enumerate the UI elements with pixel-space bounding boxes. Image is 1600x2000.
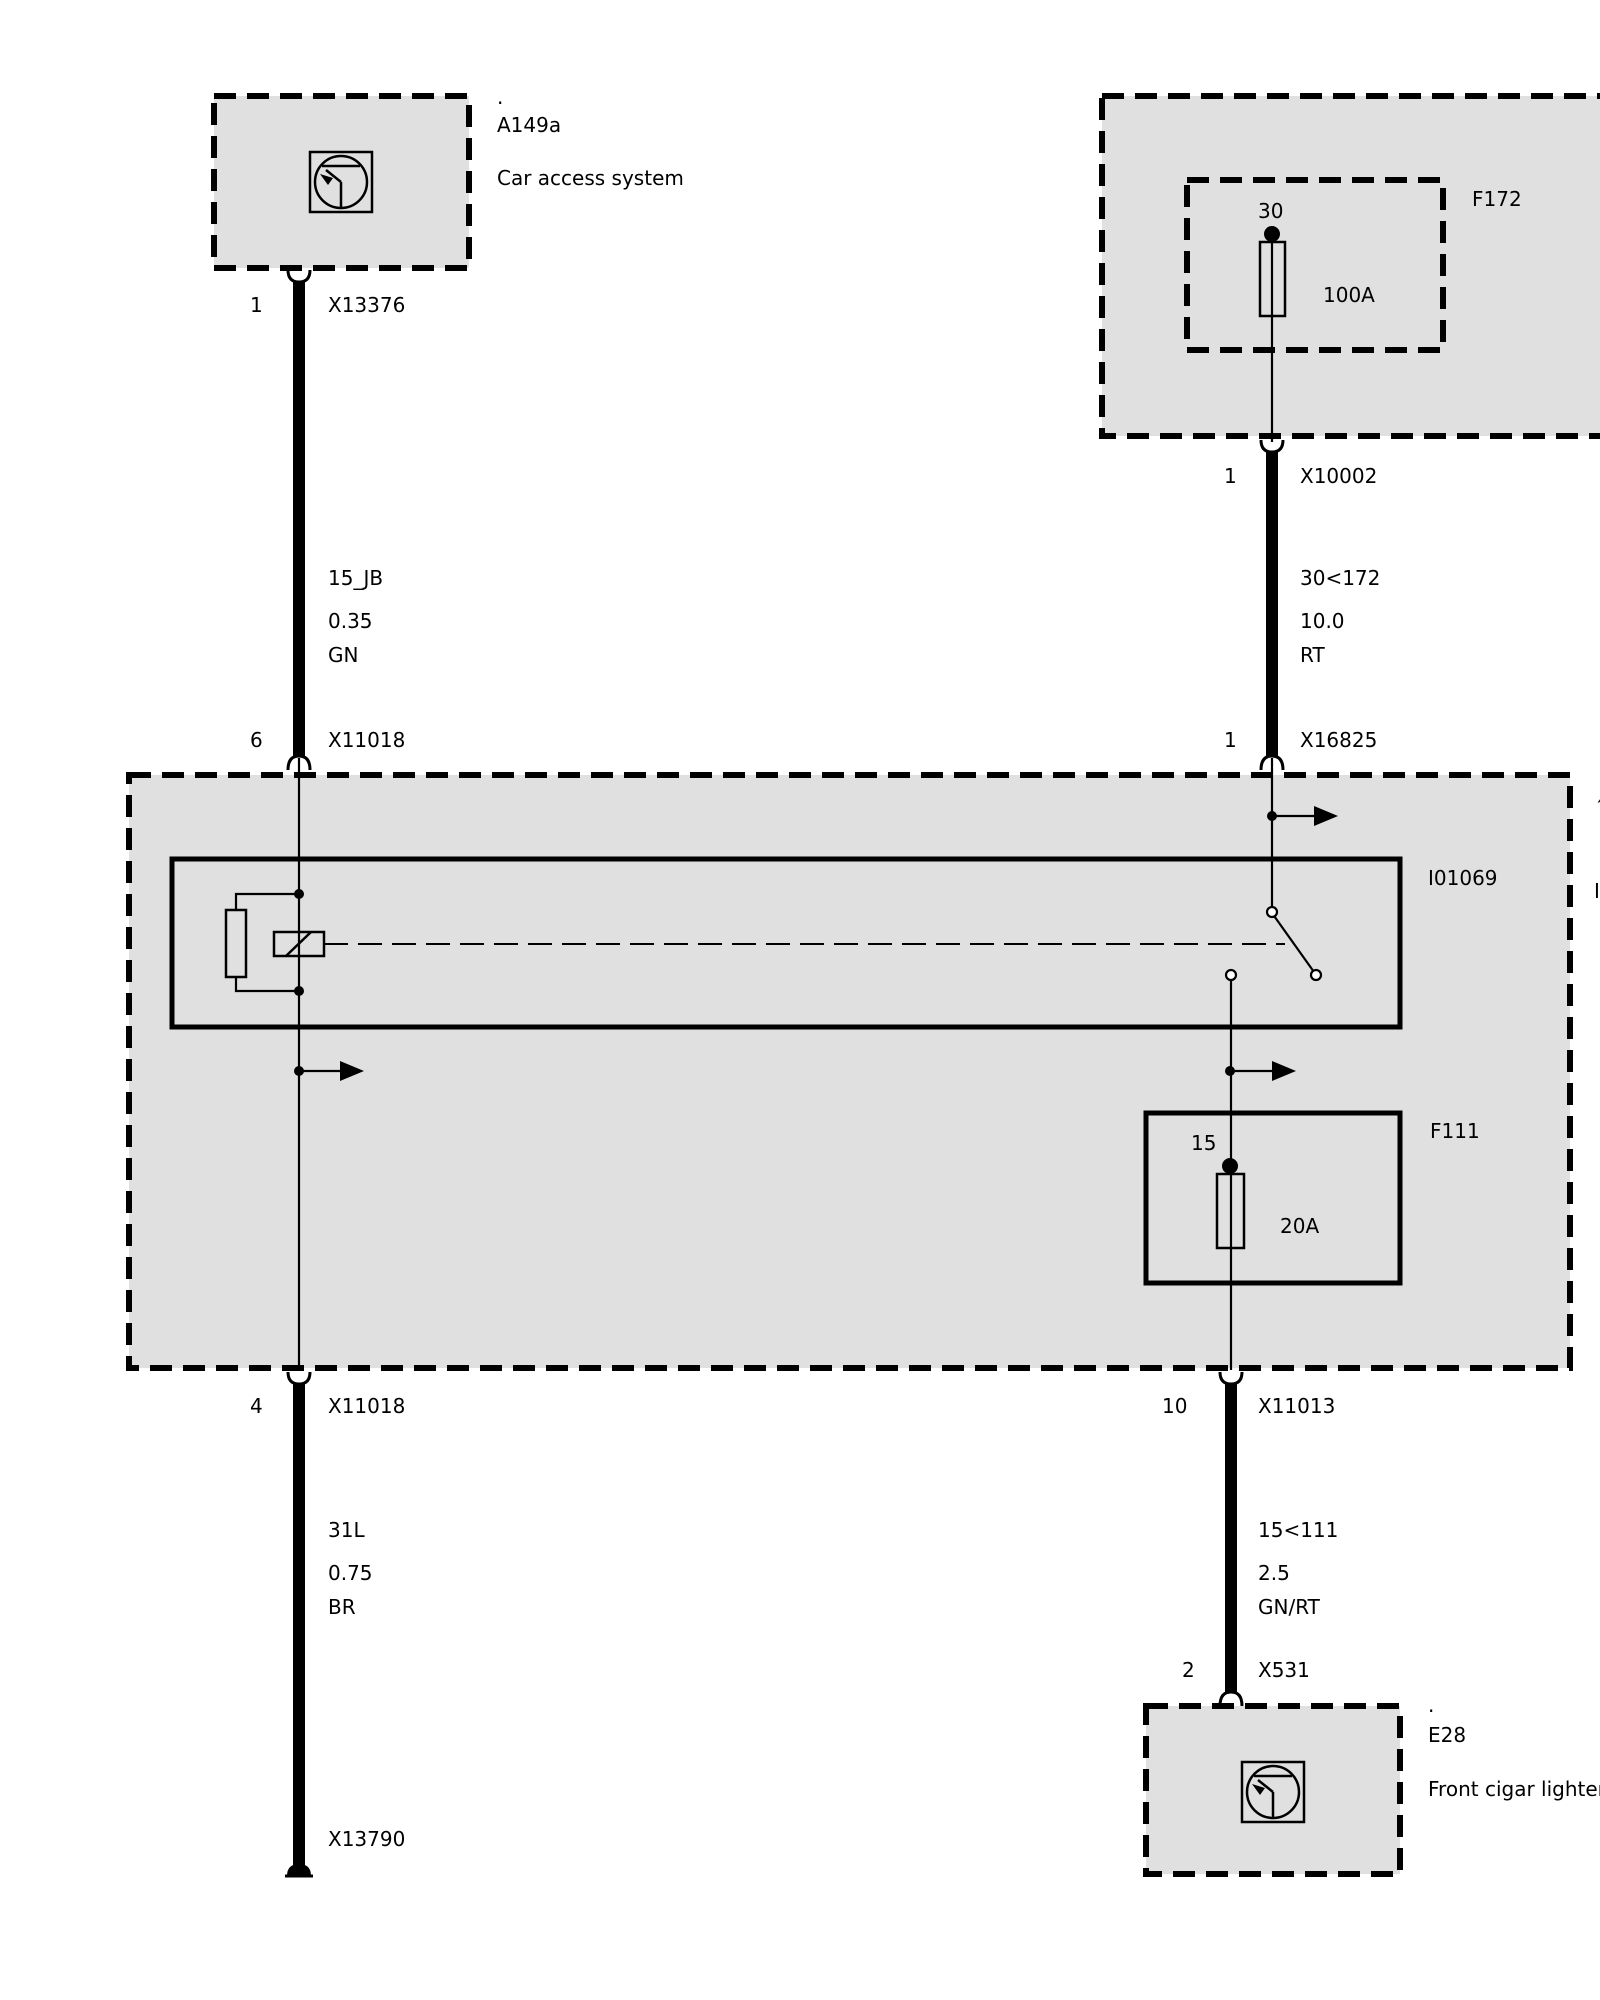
- connector-pin: 1: [1224, 728, 1237, 752]
- connector-pin: 1: [1224, 464, 1237, 488]
- connector-pin: 4: [250, 1394, 263, 1418]
- wire-color: RT: [1300, 643, 1325, 667]
- control-unit-icon: [308, 150, 374, 214]
- wire-color: GN/RT: [1258, 1595, 1321, 1619]
- wire-cross-section: 0.35: [328, 609, 373, 633]
- connector-symbols: [285, 269, 1285, 1878]
- connector-id: X11018: [328, 1394, 405, 1418]
- wire-cross-section: 2.5: [1258, 1561, 1290, 1585]
- wire-signal: 30<172: [1300, 566, 1380, 590]
- connector-id: X11013: [1258, 1394, 1335, 1418]
- component-id: E28: [1428, 1723, 1466, 1747]
- connector-pin: 6: [250, 728, 263, 752]
- terminal-dot: [1264, 226, 1280, 242]
- fuse-rating: 100A: [1323, 283, 1375, 307]
- wire-signal: 15<111: [1258, 1518, 1338, 1542]
- component-id: F111: [1430, 1119, 1480, 1143]
- wire-signal: 31L: [328, 1518, 365, 1542]
- consumer-icon: [1240, 1760, 1306, 1824]
- fuse-terminal: 15: [1191, 1131, 1216, 1155]
- edge-glyph: ´: [1594, 796, 1600, 820]
- connector-pin: 10: [1162, 1394, 1187, 1418]
- wire-cross-section: 10.0: [1300, 609, 1345, 633]
- component-id: A149a: [497, 113, 561, 137]
- component-mark: .: [1428, 1693, 1434, 1717]
- edge-glyph: I: [1594, 879, 1600, 903]
- connector-id: X13790: [328, 1827, 405, 1851]
- component-e28: . E28 Front cigar lighter: [1143, 1693, 1600, 1877]
- wire-cross-section: 0.75: [328, 1561, 373, 1585]
- connector-id: X531: [1258, 1658, 1310, 1682]
- connector-pin: 2: [1182, 1658, 1195, 1682]
- connector-id: X10002: [1300, 464, 1377, 488]
- component-mark: .: [497, 85, 503, 109]
- wire-color: GN: [328, 643, 358, 667]
- component-f172: 30 100A F172: [1099, 93, 1600, 439]
- distribution-box: ´ I I01069: [126, 772, 1600, 1371]
- component-id: F172: [1472, 187, 1522, 211]
- wire-color: BR: [328, 1595, 356, 1619]
- connector-id: X16825: [1300, 728, 1377, 752]
- connector-pin: 1: [250, 293, 263, 317]
- wire-signal: 15_JB: [328, 566, 383, 590]
- component-a149a: . A149a Car access system: [211, 85, 684, 271]
- connector-id: X13376: [328, 293, 405, 317]
- connector-id: X11018: [328, 728, 405, 752]
- component-name: Front cigar lighter: [1428, 1777, 1600, 1801]
- fuse-terminal: 30: [1258, 199, 1283, 223]
- component-name: Car access system: [497, 166, 684, 190]
- fuse-rating: 20A: [1280, 1214, 1319, 1238]
- relay-id: I01069: [1428, 866, 1498, 890]
